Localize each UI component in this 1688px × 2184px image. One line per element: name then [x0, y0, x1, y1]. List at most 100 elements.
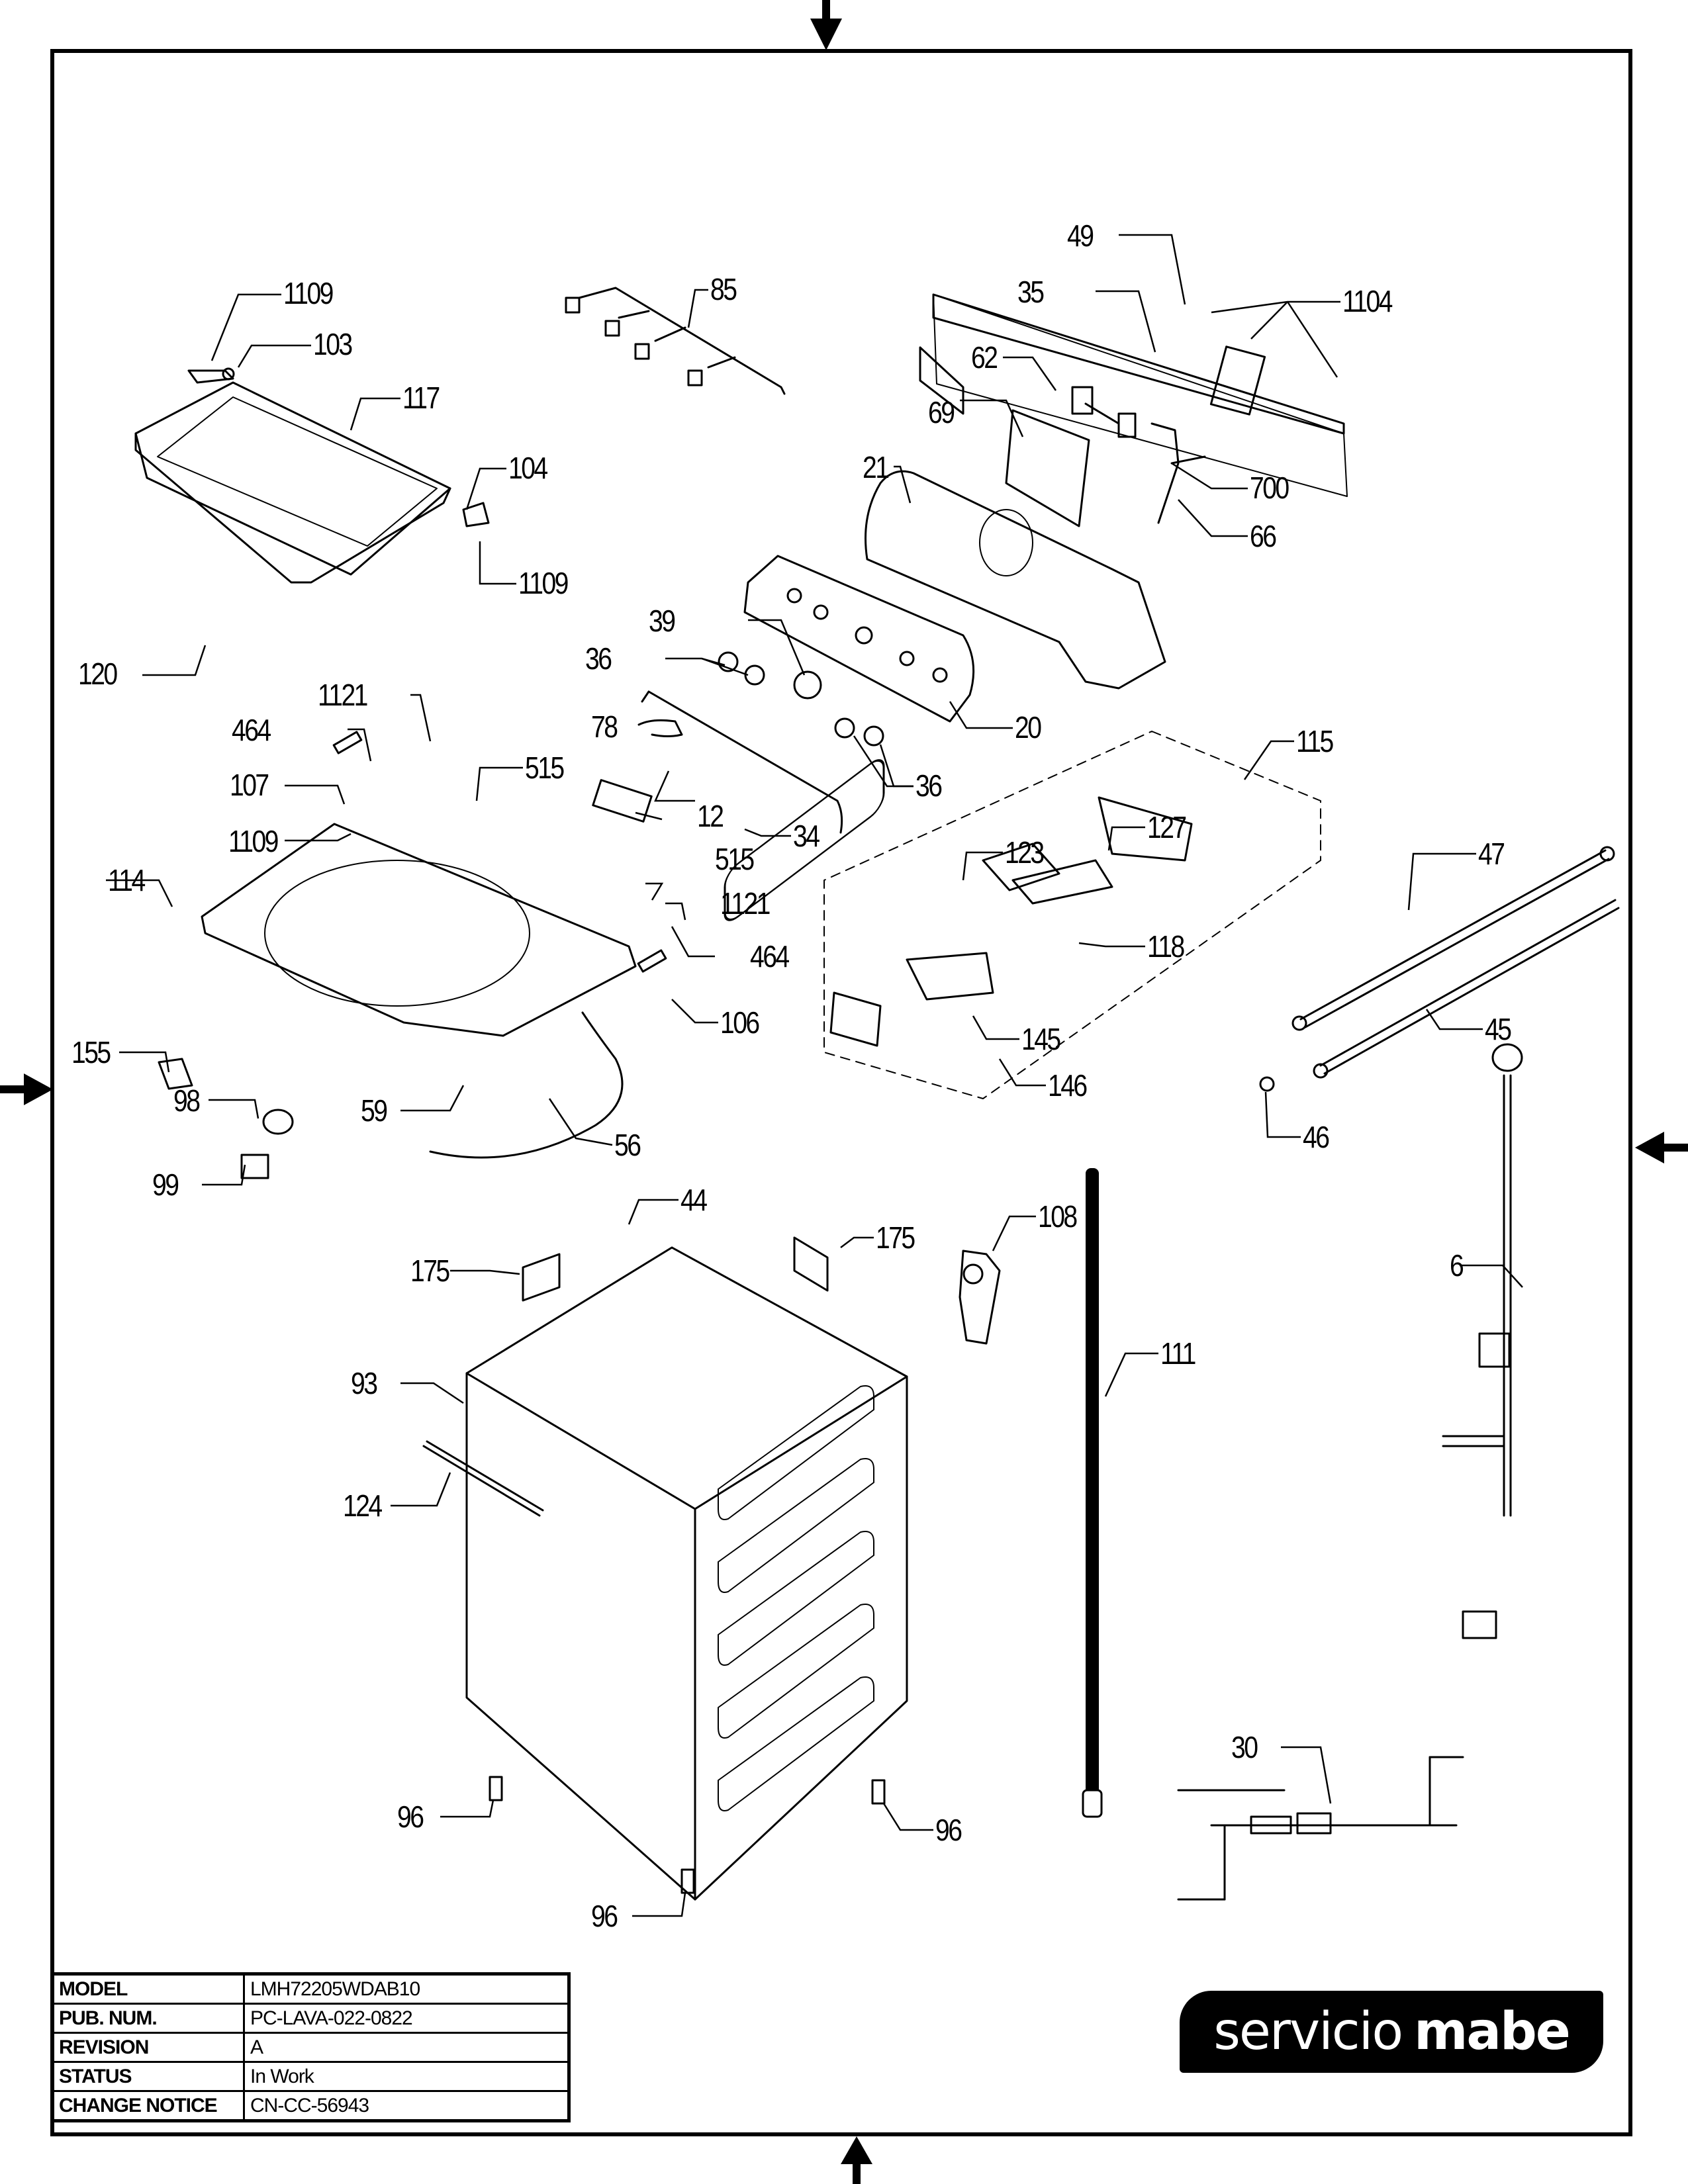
- callout-1109: 1109: [518, 566, 569, 600]
- frame-arrow-top: [810, 0, 842, 50]
- part-117-lid: [134, 381, 451, 584]
- frame-arrow-bottom: [841, 2136, 872, 2184]
- part-93-cabinet: [465, 759, 908, 1901]
- callout-104: 104: [508, 451, 548, 485]
- callout-155: 155: [71, 1035, 111, 1069]
- callout-108: 108: [1038, 1199, 1078, 1234]
- callout-62: 62: [971, 340, 998, 375]
- model-label: MODEL: [51, 1973, 245, 2005]
- callout-12: 12: [697, 799, 724, 833]
- callout-96: 96: [397, 1799, 424, 1834]
- part-104-hinge: [462, 502, 490, 527]
- callout-36: 36: [585, 641, 612, 676]
- callout-175: 175: [876, 1220, 915, 1255]
- callout-114: 114: [108, 863, 146, 897]
- callout-21: 21: [863, 450, 890, 484]
- callout-127: 127: [1147, 810, 1187, 844]
- callout-46: 46: [1303, 1120, 1330, 1154]
- callout-515: 515: [715, 842, 755, 876]
- callout-111: 111: [1160, 1336, 1196, 1371]
- callout-118: 118: [1147, 929, 1185, 964]
- part-103-hinge: [187, 367, 235, 384]
- title-block-row-revision: REVISION A: [51, 2032, 570, 2063]
- part-66-700-bracket: [1150, 422, 1206, 524]
- callout-1109: 1109: [283, 276, 334, 310]
- part-35-plate: [919, 346, 964, 415]
- part-115-dispenser-boundary: [823, 731, 1321, 1099]
- part-111-drain-hose: [1082, 1168, 1103, 1818]
- part-107-106-hinge-brackets: [332, 731, 667, 973]
- title-block-row-model: MODEL LMH72205WDAB10: [51, 1973, 570, 2005]
- callout-1104: 1104: [1342, 284, 1393, 318]
- pub-num-value: PC-LAVA-022-0822: [243, 2003, 570, 2034]
- callout-1121: 1121: [720, 886, 771, 921]
- callout-96: 96: [935, 1813, 962, 1847]
- part-78-wire: [637, 719, 683, 737]
- callout-120: 120: [78, 657, 118, 691]
- callout-117: 117: [402, 381, 440, 415]
- drawing-frame: [50, 49, 1632, 2136]
- frame-arrow-right: [1635, 1132, 1688, 1163]
- part-12-valve: [592, 779, 653, 823]
- callout-146: 146: [1048, 1068, 1088, 1103]
- part-20-control-panel: [743, 555, 975, 723]
- part-46-washer: [1259, 1076, 1275, 1092]
- logo-text-mabe: mabe: [1414, 2002, 1571, 2062]
- revision-label: REVISION: [51, 2032, 245, 2063]
- part-85-harness: [565, 287, 786, 395]
- callout-115: 115: [1296, 724, 1334, 758]
- part-30-wire-harness: [1177, 1756, 1464, 1901]
- callout-59: 59: [361, 1093, 388, 1128]
- callout-49: 49: [1067, 218, 1094, 253]
- part-114-top-cover: [201, 823, 637, 1037]
- callout-464: 464: [232, 713, 271, 747]
- status-value: In Work: [243, 2061, 570, 2092]
- revision-value: A: [243, 2032, 570, 2063]
- part-93-cabinet-panel-embossing: [718, 1385, 874, 1811]
- pub-num-label: PUB. NUM.: [51, 2003, 245, 2034]
- callout-44: 44: [680, 1183, 708, 1217]
- callout-78: 78: [591, 709, 618, 744]
- callout-107: 107: [230, 768, 269, 802]
- logo-text-servicio: servicio: [1213, 2002, 1403, 2062]
- callout-98: 98: [173, 1083, 201, 1118]
- part-108-pump: [959, 1250, 1001, 1345]
- part-45-hose: [1313, 899, 1620, 1079]
- callout-1109: 1109: [228, 824, 279, 858]
- callout-45: 45: [1485, 1012, 1512, 1046]
- callout-464: 464: [750, 939, 790, 974]
- callout-30: 30: [1231, 1730, 1258, 1764]
- part-34-rod: [641, 690, 843, 834]
- callout-103: 103: [313, 327, 353, 361]
- callout-85: 85: [710, 272, 737, 306]
- callout-106: 106: [720, 1005, 760, 1040]
- callout-47: 47: [1478, 837, 1505, 871]
- leader-lines: [106, 234, 1523, 1917]
- callout-1121: 1121: [318, 678, 368, 712]
- part-21-console: [865, 470, 1166, 690]
- model-value: LMH72205WDAB10: [243, 1973, 570, 2005]
- frame-arrow-left: [0, 1073, 53, 1105]
- part-96-leveling-feet: [489, 1776, 886, 1894]
- part-6-power-cord: [1442, 1043, 1523, 1639]
- part-49-backsplash-panel: [932, 293, 1348, 497]
- part-155-98-99-small-parts: [158, 1058, 294, 1179]
- callout-69: 69: [928, 395, 955, 430]
- title-block-row-status: STATUS In Work: [51, 2061, 570, 2092]
- callout-35: 35: [1017, 275, 1045, 309]
- change-notice-label: CHANGE NOTICE: [51, 2090, 245, 2122]
- part-69-control-board: [1005, 409, 1090, 527]
- part-39-knob: [793, 670, 822, 700]
- part-124-bracket: [422, 1440, 544, 1517]
- title-block: MODEL LMH72205WDAB10 PUB. NUM. PC-LAVA-0…: [50, 1972, 571, 2122]
- status-label: STATUS: [51, 2061, 245, 2092]
- part-56-cable: [429, 1011, 624, 1159]
- part-47-hose: [1291, 846, 1615, 1031]
- callout-39: 39: [649, 604, 676, 638]
- title-block-row-change-notice: CHANGE NOTICE CN-CC-56943: [51, 2090, 570, 2122]
- title-block-row-pub-num: PUB. NUM. PC-LAVA-022-0822: [51, 2003, 570, 2034]
- part-62-switch: [1071, 386, 1137, 438]
- callout-20: 20: [1015, 710, 1042, 745]
